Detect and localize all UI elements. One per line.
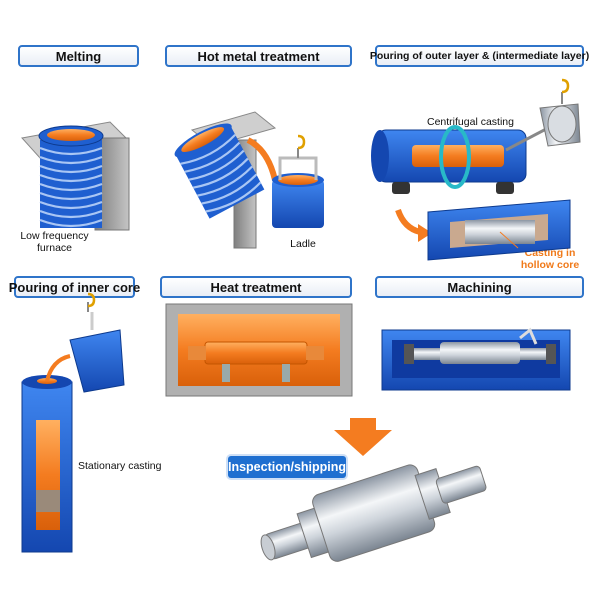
centrifugal-caption: Centrifugal casting [427,116,514,128]
process-arrow-down [334,418,392,456]
furnace-caption-line2: furnace [36,242,73,254]
step-pouring-inner-label: Pouring of inner core [9,276,140,298]
centrifugal-mold [371,125,549,194]
ladle [272,134,324,228]
stationary-mold [21,354,73,553]
step-pouring-outer-label: Pouring of outer layer & (intermediate l… [370,45,589,67]
furnace-caption: Low frequency furnace [12,230,97,254]
furnace-caption-line1: Low frequency [20,230,89,242]
stationary-caption: Stationary casting [78,460,162,472]
flow-arrow-down [395,208,432,242]
ladle-caption: Ladle [290,238,316,250]
heat-treatment-furnace [165,303,353,397]
finished-roll [260,464,487,562]
low-frequency-furnace [21,121,130,231]
hollow-core-caption-line2: hollow core [520,259,580,271]
step-hot-metal-label: Hot metal treatment [165,45,352,67]
step-heat-treatment-label: Heat treatment [160,276,352,298]
step-inspection-badge: Inspection/shipping [228,456,346,478]
tilted-furnace [174,111,278,249]
inner-core-ladle [69,292,125,393]
pouring-ladle [539,78,581,147]
step-machining-label: Machining [375,276,584,298]
hollow-core-mold [427,199,571,261]
lathe [381,327,571,391]
step-melting-label: Melting [18,45,139,67]
